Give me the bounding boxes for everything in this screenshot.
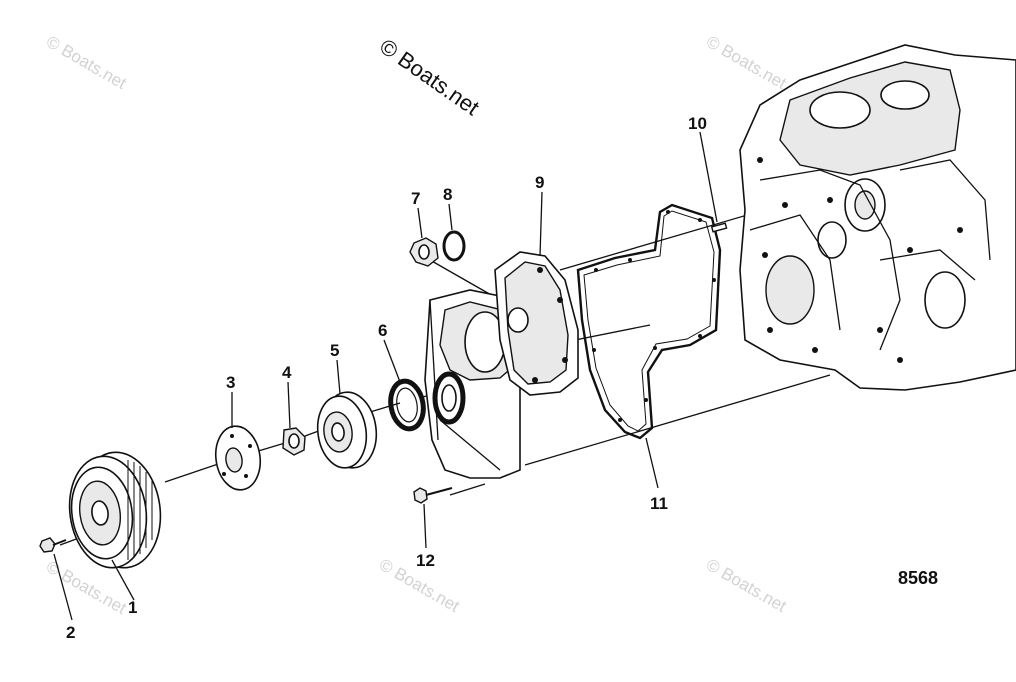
pump-nut <box>409 237 439 267</box>
callout-8: 8 <box>443 185 452 204</box>
front-seal <box>388 378 426 432</box>
callout-7: 7 <box>411 189 420 208</box>
callout-10: 10 <box>688 114 707 133</box>
watermark-main: © Boats.net <box>375 34 484 121</box>
cover-gasket <box>576 203 722 440</box>
figure-number: 8568 <box>898 568 938 588</box>
callout-labels: 1 2 3 4 5 6 7 8 9 10 11 12 <box>66 114 707 642</box>
damper-pulley <box>316 391 378 469</box>
callout-9: 9 <box>535 173 544 192</box>
crankshaft-pulley <box>68 451 162 569</box>
watermark-bottom-right: © Boats.net <box>703 555 790 616</box>
callout-12: 12 <box>416 551 435 570</box>
dowel-pin <box>710 222 728 233</box>
callout-3: 3 <box>226 373 235 392</box>
watermark-top-left: © Boats.net <box>43 32 130 93</box>
callout-2: 2 <box>66 623 75 642</box>
callout-6: 6 <box>378 321 387 340</box>
watermark-top-right: © Boats.net <box>703 32 790 93</box>
callout-1: 1 <box>128 598 137 617</box>
callout-4: 4 <box>282 363 292 382</box>
callout-11: 11 <box>650 494 668 513</box>
engine-block <box>739 44 1016 391</box>
cover-bolt <box>413 487 453 504</box>
pulley-bolt <box>39 537 67 553</box>
leader-lines <box>53 131 718 621</box>
pump-o-ring <box>442 230 466 262</box>
callout-5: 5 <box>330 341 339 360</box>
pulley-hub <box>214 425 262 491</box>
hub-nut <box>282 427 306 456</box>
oil-pump-housing <box>494 251 579 396</box>
